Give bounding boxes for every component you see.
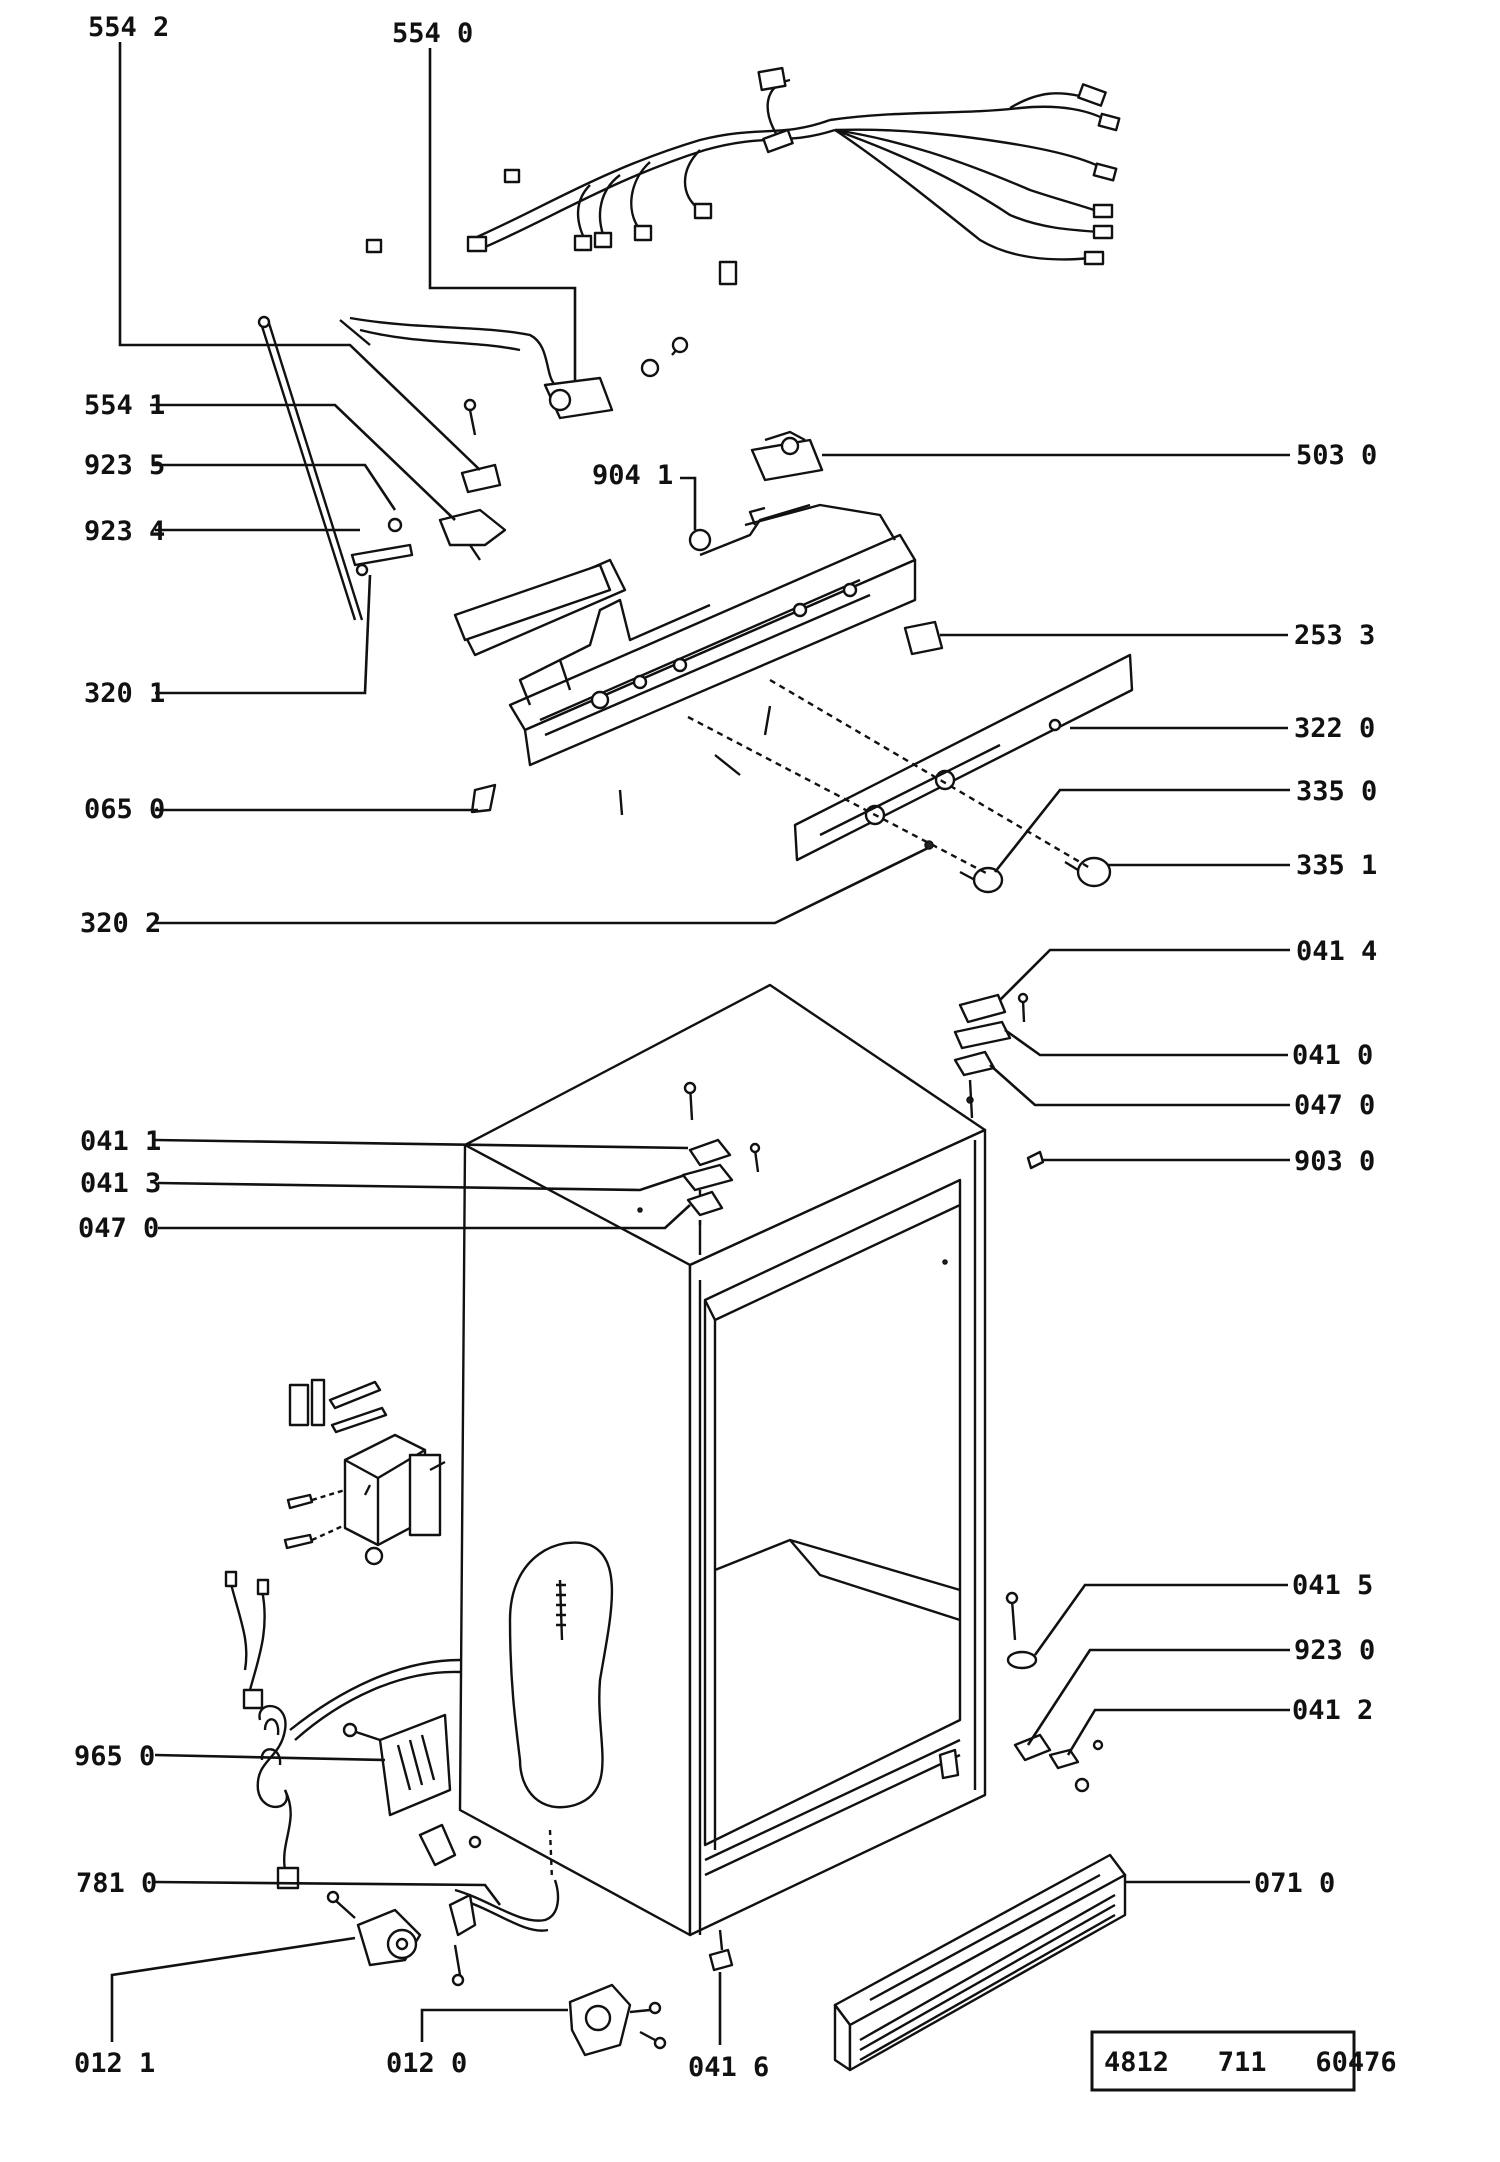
part-label-3220: 322 0 <box>1294 713 1375 744</box>
part-label-0470-left: 047 0 <box>78 1213 159 1244</box>
part-label-7810: 781 0 <box>76 1868 157 1899</box>
part-label-0415: 041 5 <box>1292 1570 1373 1601</box>
cabinet-body <box>458 983 987 1937</box>
part-label-0411: 041 1 <box>80 1126 161 1157</box>
part-label-9030: 903 0 <box>1294 1146 1375 1177</box>
part-label-0414: 041 4 <box>1296 936 1377 967</box>
control-panel-assembly <box>257 315 1134 894</box>
part-label-0650: 065 0 <box>84 794 165 825</box>
compressor-electricals <box>224 1378 667 2057</box>
part-label-0412: 041 2 <box>1292 1695 1373 1726</box>
part-label-5541: 554 1 <box>84 390 165 421</box>
part-label-2533: 253 3 <box>1294 620 1375 651</box>
part-label-0410: 041 0 <box>1292 1040 1373 1071</box>
part-label-0470-right: 047 0 <box>1294 1090 1375 1121</box>
part-label-9234: 923 4 <box>84 516 165 547</box>
part-label-5030: 503 0 <box>1296 440 1377 471</box>
bottom-hinges <box>708 1591 1104 1972</box>
wiring-harness <box>365 66 1121 286</box>
part-label-9230: 923 0 <box>1294 1635 1375 1666</box>
reference-number-box: 4812 711 60476 <box>1090 2030 1397 2092</box>
part-label-3350: 335 0 <box>1296 776 1377 807</box>
part-label-3351: 335 1 <box>1296 850 1377 881</box>
part-label-5540: 554 0 <box>392 18 473 49</box>
part-label-0120: 012 0 <box>386 2048 467 2079</box>
reference-number: 4812 711 60476 <box>1104 2047 1397 2078</box>
part-label-0710: 071 0 <box>1254 1868 1335 1899</box>
part-label-9650: 965 0 <box>74 1741 155 1772</box>
part-number-labels: 554 2 554 0 554 1 923 5 923 4 904 1 320 … <box>74 12 1377 2083</box>
part-label-3202: 320 2 <box>80 908 161 939</box>
part-label-9235: 923 5 <box>84 450 165 481</box>
part-label-0121: 012 1 <box>74 2048 155 2079</box>
part-label-5542: 554 2 <box>88 12 169 43</box>
part-label-3201: 320 1 <box>84 678 165 709</box>
part-label-0416: 041 6 <box>688 2052 769 2083</box>
top-hinges <box>681 992 1045 1217</box>
part-label-0413: 041 3 <box>80 1168 161 1199</box>
base-grille <box>833 1853 1127 2072</box>
part-label-9041: 904 1 <box>592 460 673 491</box>
leader-lines <box>110 42 1290 2045</box>
